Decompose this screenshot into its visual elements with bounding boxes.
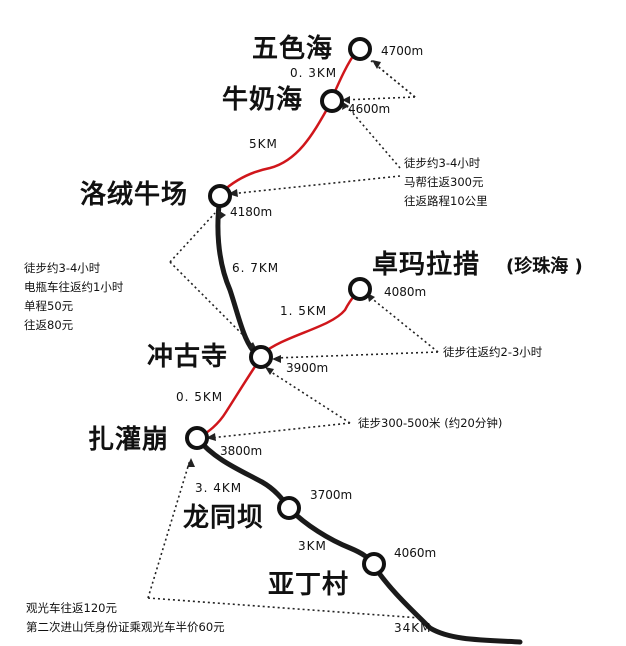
distance-chonggu-zhuoma: 1. 5KM	[280, 304, 328, 318]
station-nodes	[185, 37, 386, 576]
place-chonggu: 冲古寺	[147, 342, 229, 372]
walk-route-niunai-luorong	[221, 103, 332, 193]
note-left-line-1: 徒步约3-4小时	[24, 261, 101, 275]
arrowheads	[187, 60, 381, 467]
note-upper-line-2: 马帮往返300元	[404, 175, 484, 189]
altitude-wuse: 4700m	[381, 44, 424, 58]
altitude-longtong: 3700m	[310, 488, 353, 502]
node-yading	[362, 552, 386, 576]
place-luorong: 洛绒牛场	[80, 180, 189, 210]
note-left-line-3: 单程50元	[24, 299, 74, 313]
altitude-chonggu: 3900m	[286, 361, 329, 375]
distance-chonggu-zhaguan: 0. 5KM	[176, 390, 224, 404]
altitude-zhaguan: 3800m	[220, 444, 263, 458]
node-zhuoma	[348, 277, 372, 301]
dotted-leaders	[147, 59, 439, 619]
altitude-luorong: 4180m	[230, 205, 273, 219]
distance-longtong-yading: 3KM	[298, 539, 327, 553]
road-route-line	[215, 194, 263, 361]
distance-luorong-chonggu: 6. 7KM	[232, 261, 280, 275]
note-left-line-4: 往返80元	[24, 318, 74, 332]
node-luorong	[208, 184, 232, 208]
distance-zhaguan-longtong: 3. 4KM	[195, 481, 243, 495]
walk-route-chonggu-zhaguan	[199, 361, 260, 439]
note-left-line-2: 电瓶车往返约1小时	[24, 280, 124, 294]
node-niunai	[320, 89, 344, 113]
distance-niunai-luorong: 5KM	[249, 137, 278, 151]
place-wuse: 五色海	[252, 34, 334, 64]
altitude-yading: 4060m	[394, 546, 437, 560]
place-zhaguan: 扎灌崩	[88, 425, 170, 455]
note-zhuoma: 徒步往返约2-3小时	[443, 345, 543, 359]
distance-yading-bottom: 34KM	[394, 621, 432, 635]
node-chonggu	[249, 345, 273, 369]
note-bottom-line-2: 第二次进山凭身份证乘观光车半价60元	[26, 620, 225, 634]
note-bottom-line-1: 观光车往返120元	[26, 601, 117, 615]
place-niunai: 牛奶海	[222, 85, 304, 115]
place-yading: 亚丁村	[268, 570, 350, 600]
node-zhaguan	[185, 426, 209, 450]
note-left: 徒步约3-4小时 电瓶车往返约1小时 单程50元 往返80元	[24, 259, 123, 335]
note-zhaguan: 徒步300-500米 (约20分钟)	[358, 416, 503, 430]
place-zhuoma: 卓玛拉措	[372, 250, 481, 280]
node-wuse	[348, 37, 372, 61]
altitude-niunai: 4600m	[348, 102, 391, 116]
place-zhuoma-alias: (珍珠海 )	[506, 256, 583, 277]
walk-route-chonggu-zhuoma	[261, 290, 359, 355]
note-bottom: 观光车往返120元 第二次进山凭身份证乘观光车半价60元	[26, 599, 225, 637]
place-longtong: 龙同坝	[183, 503, 265, 533]
note-upper-line-1: 徒步约3-4小时	[404, 156, 481, 170]
note-upper-line-3: 往返路程10公里	[404, 194, 488, 208]
altitude-zhuoma: 4080m	[384, 285, 427, 299]
note-upper: 徒步约3-4小时 马帮往返300元 往返路程10公里	[404, 154, 488, 211]
node-longtong	[277, 496, 301, 520]
road-route-line-lower	[194, 435, 523, 645]
distance-wuse-niunai: 0. 3KM	[290, 66, 338, 80]
